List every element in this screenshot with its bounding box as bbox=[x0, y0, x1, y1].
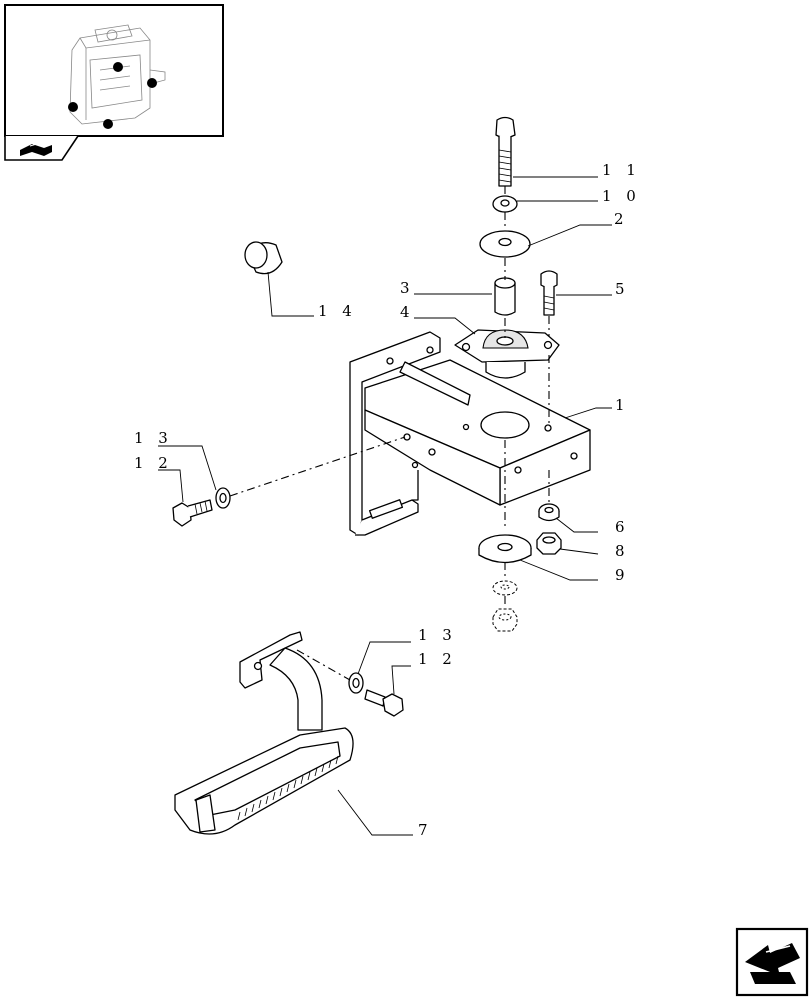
bolt-short bbox=[540, 270, 558, 316]
large-washer-top bbox=[479, 230, 531, 258]
callout-6: 6 bbox=[615, 518, 630, 536]
callout-7: 7 bbox=[418, 821, 433, 839]
phantom-nut bbox=[492, 608, 518, 632]
arrow-left-icon bbox=[745, 943, 800, 984]
callout-12-left: 1 2 bbox=[134, 454, 173, 472]
callout-3: 3 bbox=[400, 279, 415, 297]
hex-nut bbox=[536, 532, 562, 555]
rubber-mount bbox=[454, 329, 560, 379]
bolt-long bbox=[495, 116, 516, 187]
callout-10: 1 0 bbox=[602, 187, 641, 205]
spacer-sleeve bbox=[494, 277, 516, 316]
rubber-cap bbox=[244, 241, 283, 275]
bolt-side-right bbox=[364, 689, 404, 717]
locator-thumbnail bbox=[4, 4, 224, 161]
large-washer-bottom bbox=[478, 534, 532, 564]
washer-side-left bbox=[215, 487, 231, 509]
axis-lines bbox=[229, 186, 550, 681]
locator-marker bbox=[103, 119, 113, 129]
assembly-drawing: 1 1 1 0 2 3 5 4 1 4 1 1 3 1 2 6 8 9 1 3 … bbox=[134, 116, 641, 839]
small-washer bbox=[492, 195, 518, 213]
callout-2: 2 bbox=[614, 210, 629, 228]
bracket-main bbox=[349, 331, 591, 536]
nut-small bbox=[538, 503, 560, 522]
phantom-washer bbox=[492, 580, 518, 596]
leader-lines bbox=[158, 176, 612, 836]
washer-side-right bbox=[348, 672, 364, 694]
cab-thumbnail-image bbox=[69, 24, 166, 125]
next-page-button[interactable] bbox=[735, 927, 809, 997]
locator-marker bbox=[68, 102, 78, 112]
step-assembly bbox=[174, 631, 354, 835]
locator-marker bbox=[147, 78, 157, 88]
callout-11: 1 1 bbox=[602, 161, 641, 179]
callout-5: 5 bbox=[615, 280, 630, 298]
callout-13-left: 1 3 bbox=[134, 429, 173, 447]
callout-12-right: 1 2 bbox=[418, 650, 457, 668]
callout-1: 1 bbox=[615, 396, 630, 414]
callout-labels: 1 1 1 0 2 3 5 4 1 4 1 1 3 1 2 6 8 9 1 3 … bbox=[134, 161, 641, 839]
callout-14: 1 4 bbox=[318, 302, 357, 320]
callout-13-right: 1 3 bbox=[418, 626, 457, 644]
book-icon bbox=[20, 142, 52, 156]
callout-9: 9 bbox=[615, 566, 630, 584]
bolt-side-left bbox=[172, 499, 213, 527]
callout-8: 8 bbox=[615, 542, 630, 560]
callout-4: 4 bbox=[400, 303, 415, 321]
locator-marker bbox=[113, 62, 123, 72]
